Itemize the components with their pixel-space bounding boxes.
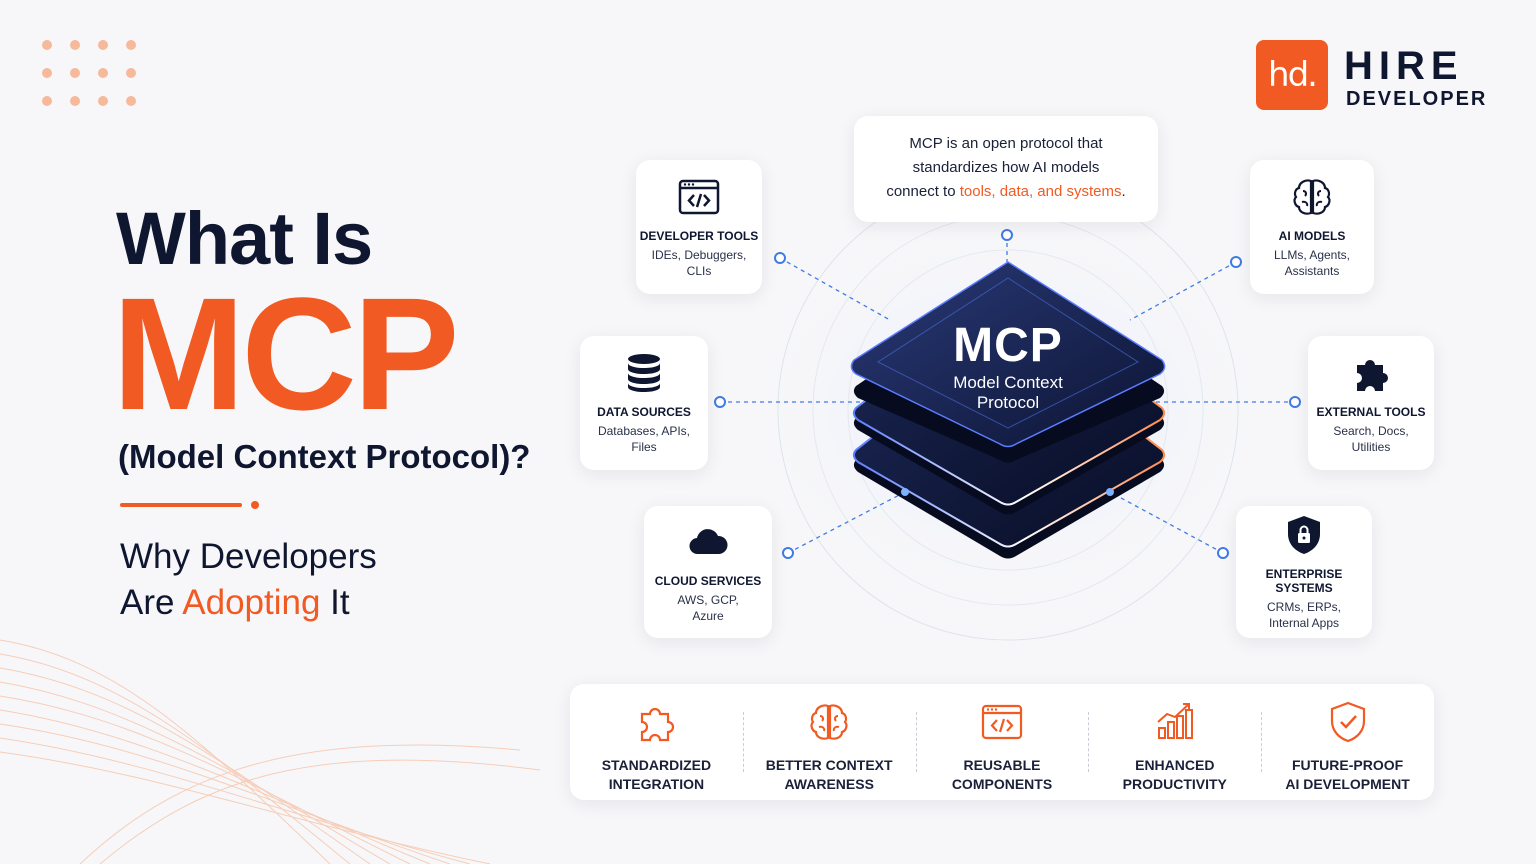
brand-mark: hd. (1256, 40, 1328, 110)
callout-line3: connect to tools, data, and systems. (868, 180, 1144, 204)
node-data-sources[interactable]: DATA SOURCES Databases, APIs, Files (580, 336, 708, 470)
callout-line3-suffix: . (1121, 183, 1126, 200)
mcp-diagram: MCP Model Context Protocol MCP is an ope… (560, 110, 1520, 670)
brain-icon (1293, 179, 1331, 215)
subheadline-line1: Why Developers (120, 537, 377, 576)
database-icon (628, 354, 660, 392)
node-desc-line1: Search, Docs, (1333, 424, 1409, 438)
headline-mcp: MCP (112, 264, 460, 443)
mcp-core-stack (850, 261, 1166, 559)
benefit-future-proof[interactable]: FUTURE-PROOF AI DEVELOPMENT (1261, 684, 1434, 800)
benefit-label: FUTURE-PROOF AI DEVELOPMENT (1285, 756, 1409, 794)
node-desc: IDEs, Debuggers, CLIs (652, 247, 747, 279)
decorative-waves (0, 639, 541, 864)
headline-what-is: What Is (116, 197, 373, 280)
node-desc-line2: CLIs (686, 264, 712, 278)
node-desc-line2: Internal Apps (1268, 616, 1340, 630)
node-ai-models[interactable]: AI MODELS LLMs, Agents, Assistants (1250, 160, 1374, 294)
subheadline-prefix: Are (120, 583, 183, 622)
code-window-icon (981, 704, 1023, 740)
node-title: EXTERNAL TOOLS (1316, 405, 1426, 419)
benefit-label-line1: STANDARDIZED (601, 757, 712, 773)
benefit-reusable-components[interactable]: REUSABLE COMPONENTS (915, 684, 1089, 800)
benefit-label-line2: PRODUCTIVITY (1122, 776, 1227, 792)
benefit-label: STANDARDIZED INTEGRATION (602, 756, 711, 794)
subheadline-line2: Are Adopting It (120, 580, 377, 626)
mcp-core-title: MCP (953, 319, 1063, 372)
benefit-label: BETTER CONTEXT AWARENESS (766, 756, 893, 794)
callout-line2: standardizes how AI models (912, 159, 1100, 176)
node-desc-line1: LLMs, Agents, (1273, 248, 1351, 262)
node-external-tools[interactable]: EXTERNAL TOOLS Search, Docs, Utilities (1308, 336, 1434, 470)
node-desc-line2: Azure (692, 609, 724, 623)
benefits-bar: STANDARDIZED INTEGRATION BETTER CONTEXT AW… (570, 684, 1434, 800)
benefit-label-line1: ENHANCED (1135, 757, 1215, 773)
mcp-core-sub1: Model Context (953, 373, 1063, 392)
node-title: DATA SOURCES (597, 405, 691, 419)
code-window-icon (678, 179, 720, 215)
benefit-label-line1: REUSABLE (963, 757, 1041, 773)
benefit-label-line1: BETTER CONTEXT (765, 757, 893, 773)
node-desc: CRMs, ERPs, Internal Apps (1267, 599, 1341, 631)
diagram-connectors (714, 179, 1301, 641)
node-desc-line2: Utilities (1351, 440, 1391, 454)
subheadline-suffix: It (320, 583, 350, 622)
node-cloud-services[interactable]: CLOUD SERVICES AWS, GCP, Azure (644, 506, 772, 638)
benefit-label-line2: AI DEVELOPMENT (1285, 776, 1410, 792)
cloud-icon (689, 529, 728, 555)
puzzle-icon (1357, 360, 1388, 391)
benefit-label: ENHANCED PRODUCTIVITY (1123, 756, 1227, 794)
benefit-label-line2: COMPONENTS (951, 776, 1053, 792)
benefit-label-line2: AWARENESS (784, 776, 874, 792)
mcp-core-sub2: Protocol (976, 393, 1040, 412)
decorative-dot-grid (42, 40, 142, 110)
callout-line3-prefix: connect to (886, 183, 960, 200)
shield-lock-icon (1288, 516, 1320, 554)
brain-icon (810, 704, 848, 740)
node-desc: Databases, APIs, Files (598, 423, 690, 455)
node-desc-line1: IDEs, Debuggers, (651, 248, 747, 262)
node-developer-tools[interactable]: DEVELOPER TOOLS IDEs, Debuggers, CLIs (636, 160, 762, 294)
mcp-core-label: MCP Model Context Protocol (928, 318, 1088, 413)
node-desc-line1: Databases, APIs, (597, 424, 691, 438)
callout-highlight: tools, data, and systems (959, 183, 1122, 200)
benefit-better-context[interactable]: BETTER CONTEXT AWARENESS (742, 684, 916, 800)
brand-name-line2: DEVELOPER (1346, 88, 1488, 110)
benefit-label: REUSABLE COMPONENTS (952, 756, 1052, 794)
node-title: ENTERPRISE SYSTEMS (1265, 567, 1343, 595)
bar-chart-up-icon (1157, 703, 1193, 739)
brand-logo[interactable]: hd. HIRE DEVELOPER (1256, 40, 1506, 112)
node-title: CLOUD SERVICES (654, 574, 762, 588)
brand-name-line1: HIRE (1344, 44, 1464, 88)
node-desc: LLMs, Agents, Assistants (1274, 247, 1350, 279)
divider-dot (251, 501, 259, 509)
headline-expansion: (Model Context Protocol)? (118, 438, 531, 475)
benefit-label-line1: FUTURE-PROOF (1291, 757, 1404, 773)
node-title: DEVELOPER TOOLS (639, 229, 759, 243)
node-enterprise-systems[interactable]: ENTERPRISE SYSTEMS CRMs, ERPs, Internal A… (1236, 506, 1372, 638)
node-desc-line2: Assistants (1284, 264, 1340, 278)
node-desc: AWS, GCP, Azure (677, 592, 738, 624)
callout-line1: MCP is an open protocol that (909, 135, 1103, 152)
node-desc-line2: Files (631, 440, 657, 454)
puzzle-icon (641, 707, 675, 742)
divider-line (120, 503, 242, 507)
node-title: AI MODELS (1278, 229, 1346, 243)
subheadline-accent: Adopting (182, 583, 321, 622)
benefit-enhanced-productivity[interactable]: ENHANCED PRODUCTIVITY (1088, 684, 1261, 800)
definition-callout: MCP is an open protocol that standardize… (854, 116, 1158, 222)
benefit-standardized-integration[interactable]: STANDARDIZED INTEGRATION (570, 684, 743, 800)
node-desc-line1: CRMs, ERPs, (1266, 600, 1341, 614)
node-desc-line1: AWS, GCP, (677, 593, 739, 607)
node-desc: Search, Docs, Utilities (1333, 423, 1408, 455)
subheadline: Why Developers Are Adopting It (120, 534, 377, 626)
shield-check-icon (1330, 701, 1365, 743)
benefit-label-line2: INTEGRATION (608, 776, 705, 792)
